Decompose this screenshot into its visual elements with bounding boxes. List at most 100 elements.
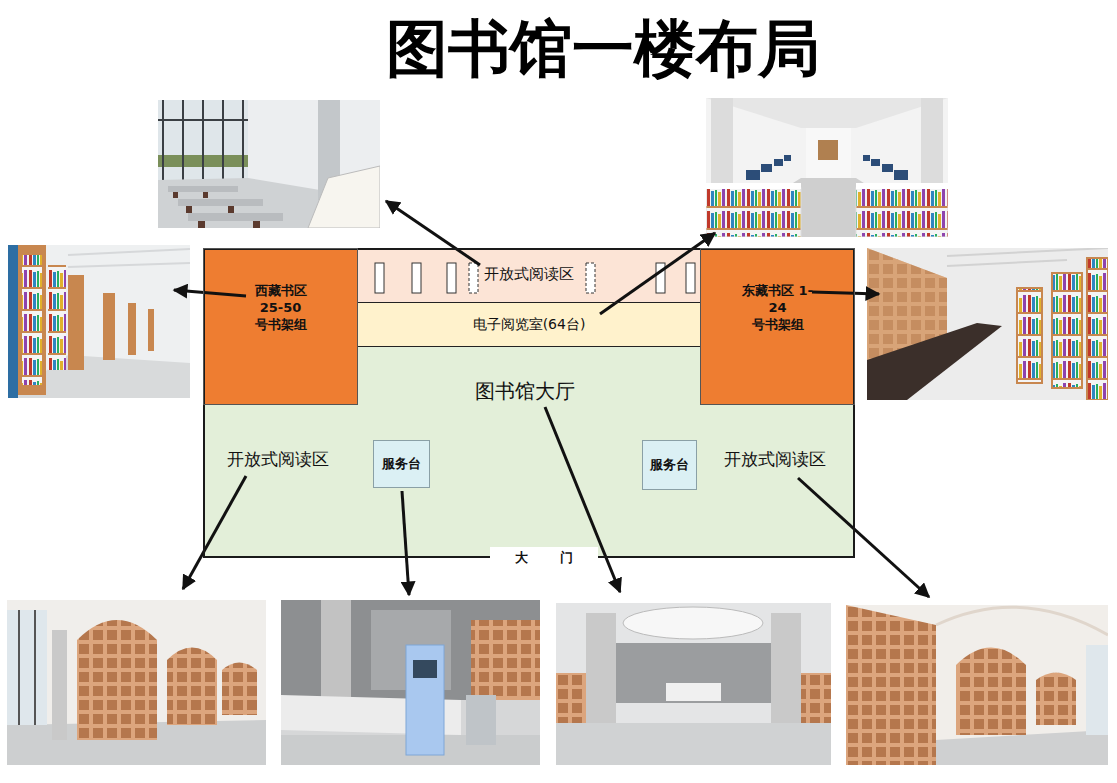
photo-reading <box>308 166 380 228</box>
leader-arrows <box>386 201 480 265</box>
photo-arches-right <box>936 730 1108 765</box>
photo-ereading <box>746 155 908 180</box>
photo-ereading <box>746 170 760 180</box>
photo-hall <box>586 613 616 733</box>
photo-ereading <box>863 155 870 161</box>
photo-east-stacks <box>947 248 1108 266</box>
photo-arches-right <box>846 605 936 765</box>
photo-west-stacks <box>128 303 136 355</box>
photo-reading <box>202 100 204 180</box>
photo-hall <box>556 723 831 765</box>
photo-reading <box>222 100 224 180</box>
photo-reading <box>168 186 238 192</box>
photo-ereading <box>856 188 948 237</box>
photo-ereading <box>706 98 948 237</box>
photo-reading <box>158 100 248 180</box>
photo-arches-right <box>1086 645 1108 735</box>
photo-hall <box>666 683 721 701</box>
shelf-symbols <box>469 263 478 293</box>
photo-reading <box>158 100 380 228</box>
photo-reading <box>178 199 263 206</box>
stack-area: 西藏书区 25-50 号书架组 <box>203 248 358 405</box>
photo-east-stacks <box>1087 258 1108 400</box>
photo-reading <box>242 100 244 180</box>
photo-reading <box>228 206 234 213</box>
photo-reading <box>182 100 184 180</box>
photo-arches-right <box>846 605 1108 765</box>
leader-arrows <box>402 491 409 595</box>
photo-reading <box>158 100 248 180</box>
photo-arches-left <box>18 610 20 725</box>
plan-fills <box>373 440 430 488</box>
photo-reading <box>186 206 192 213</box>
reading-band: 开放式阅读区 <box>358 248 700 303</box>
photo-ereading <box>706 98 948 128</box>
photo-service-desk <box>413 660 437 678</box>
photo-west-stacks <box>8 245 190 398</box>
photo-hall <box>801 673 831 723</box>
service-desk: 服务台 <box>642 440 697 490</box>
door-label: 大 门 <box>490 547 598 570</box>
photo-reading <box>158 100 380 228</box>
photo-ereading <box>761 164 772 172</box>
plan-fills <box>203 248 358 405</box>
photo-ereading <box>774 159 783 166</box>
region-label: 东藏书区 1-24 号书架组 <box>742 283 814 334</box>
photo-reading <box>198 221 205 228</box>
photo-east-stacks <box>947 260 1067 266</box>
photo-reading <box>162 100 164 180</box>
photo-reading <box>188 213 283 221</box>
shelf-symbols <box>412 263 421 293</box>
photo-arches-left <box>167 648 217 726</box>
photo-hall <box>623 607 763 639</box>
photo-ereading <box>894 170 908 180</box>
region-label: 开放式阅读区 <box>484 265 574 285</box>
photo-arches-left <box>7 600 266 765</box>
photo-hall <box>556 603 831 765</box>
area-label: 开放式阅读区 <box>724 448 826 470</box>
leader-arrows <box>812 292 879 294</box>
photo-west-stacks <box>103 293 115 360</box>
photo-ereading <box>806 128 851 178</box>
shelf-symbols <box>375 263 695 293</box>
plan-fills <box>642 440 697 490</box>
photo-hall <box>771 613 801 733</box>
photo-ereading <box>706 183 801 189</box>
photo-ereading <box>706 188 801 237</box>
shelf-symbols <box>686 263 695 293</box>
photo-ereading <box>882 164 893 172</box>
page-title: 图书馆一楼布局 <box>386 12 820 86</box>
stack-area: 东藏书区 1-24 号书架组 <box>700 248 855 405</box>
photo-service-desk <box>471 620 540 700</box>
photo-ereading <box>706 178 948 237</box>
photo-west-stacks <box>22 255 42 385</box>
plan-fills <box>358 248 700 303</box>
photo-arches-right <box>936 607 1108 635</box>
photo-arches-left <box>7 610 47 725</box>
hall-label: 图书馆大厅 <box>475 378 575 404</box>
leader-arrows <box>174 290 246 296</box>
photo-east-stacks <box>867 248 1108 400</box>
photo-reading <box>253 221 260 228</box>
photo-east-stacks <box>1052 273 1082 388</box>
region-label: 西藏书区 25-50 号书架组 <box>245 283 317 334</box>
photo-hall <box>556 673 586 723</box>
photo-hall <box>556 603 831 765</box>
photo-service-desk <box>406 645 444 755</box>
leader-arrows <box>174 201 929 597</box>
photo-service-desk <box>281 600 540 765</box>
photo-arches-right <box>846 605 1108 765</box>
photo-east-stacks <box>1017 288 1042 383</box>
photo-west-stacks <box>68 249 190 255</box>
shelf-symbols <box>375 263 384 293</box>
service-desk: 服务台 <box>373 440 430 488</box>
photo-reading <box>173 192 178 198</box>
photo-arches-left <box>34 610 36 725</box>
photo-east-stacks <box>947 248 1108 256</box>
leader-arrows <box>183 476 246 589</box>
photo-reading <box>203 192 208 198</box>
photo-arches-left <box>222 663 257 716</box>
photo-west-stacks <box>68 249 190 267</box>
leader-arrows <box>600 233 715 314</box>
